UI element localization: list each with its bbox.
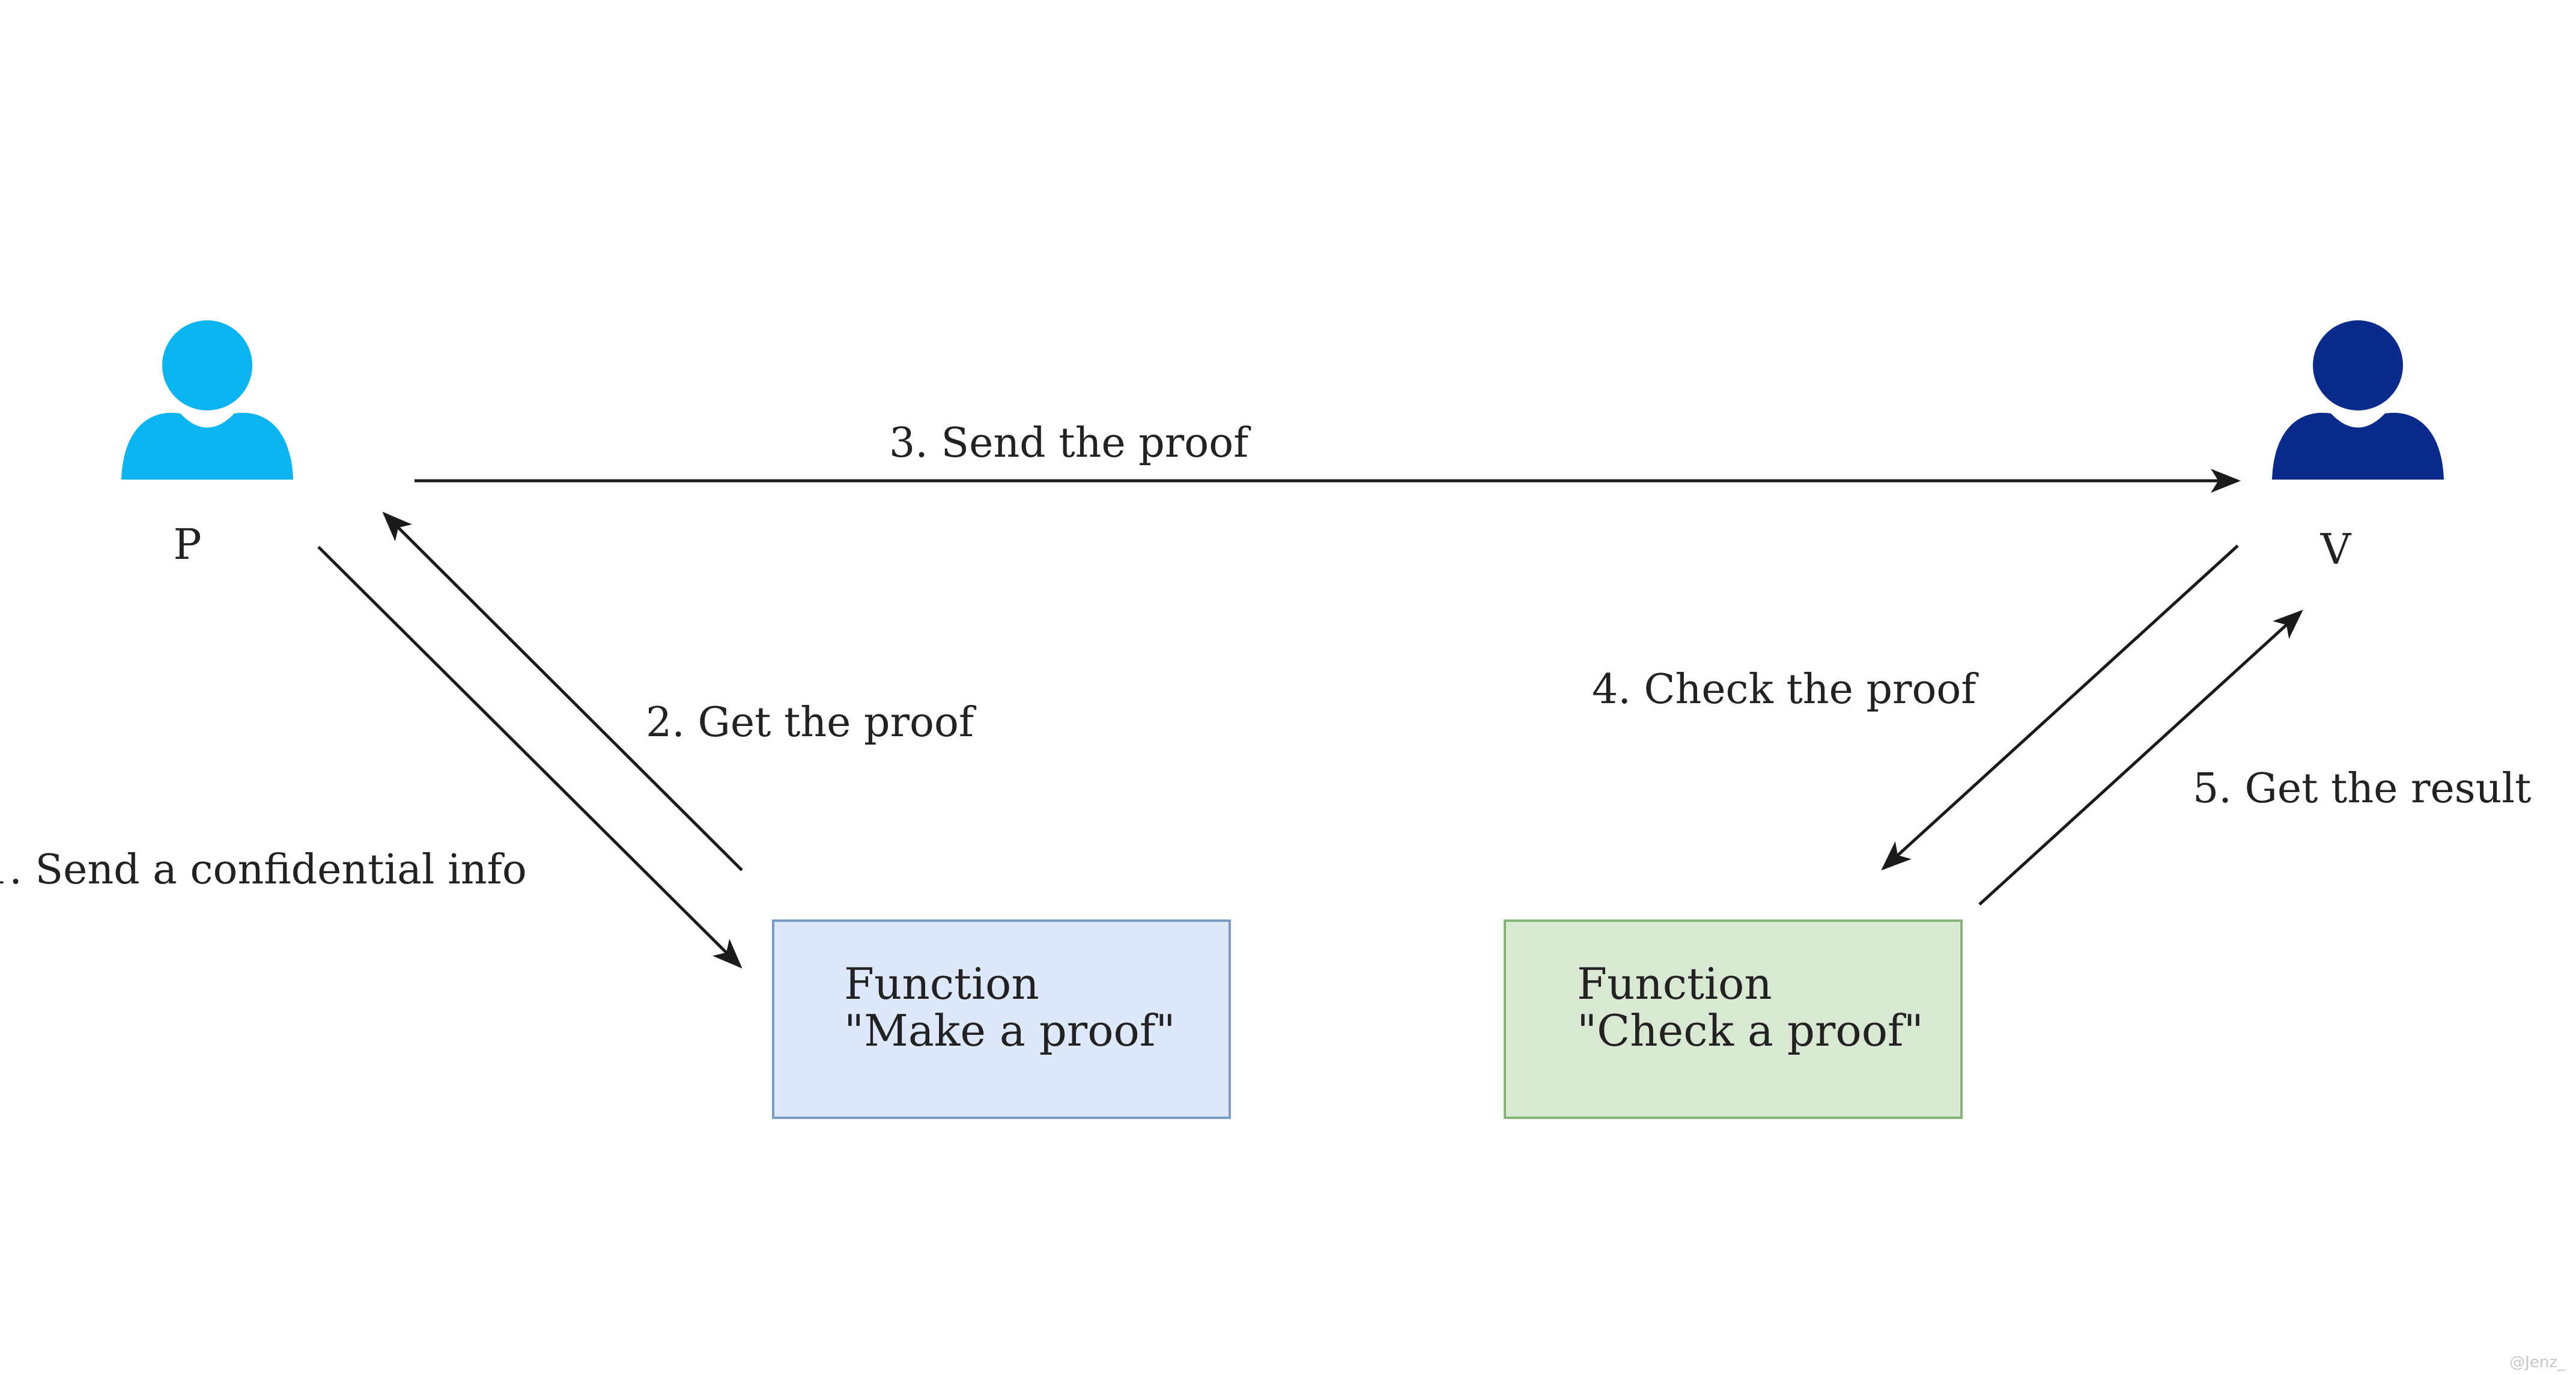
step-2-label: 2. Get the proof xyxy=(646,699,977,746)
step-4-label: 4. Check the proof xyxy=(1592,666,1979,713)
arrow-get-proof xyxy=(382,511,743,871)
verifier-actor: V xyxy=(2272,320,2444,574)
prover-actor: P xyxy=(121,320,293,569)
make-proof-box: Function "Make a proof" xyxy=(772,919,1231,1119)
arrow-send-info xyxy=(317,546,743,969)
prover-label: P xyxy=(173,520,201,569)
arrow-check-proof xyxy=(1881,544,2239,871)
step-1-label: 1. Send a confidential info xyxy=(0,846,527,894)
user-icon xyxy=(2272,320,2444,480)
arrow-get-result xyxy=(1978,609,2303,906)
user-icon xyxy=(121,320,293,480)
verifier-label: V xyxy=(2320,525,2352,574)
check-proof-line1: Function xyxy=(1577,959,1772,1009)
check-proof-box: Function "Check a proof" xyxy=(1504,919,1963,1119)
step-5-label: 5. Get the result xyxy=(2193,765,2532,812)
make-proof-line1: Function xyxy=(844,959,1039,1009)
step-3-label: 3. Send the proof xyxy=(889,419,1251,467)
check-proof-line2: "Check a proof" xyxy=(1577,1005,1924,1056)
make-proof-line2: "Make a proof" xyxy=(844,1005,1176,1056)
watermark: @Jenz_ xyxy=(2509,1353,2566,1371)
